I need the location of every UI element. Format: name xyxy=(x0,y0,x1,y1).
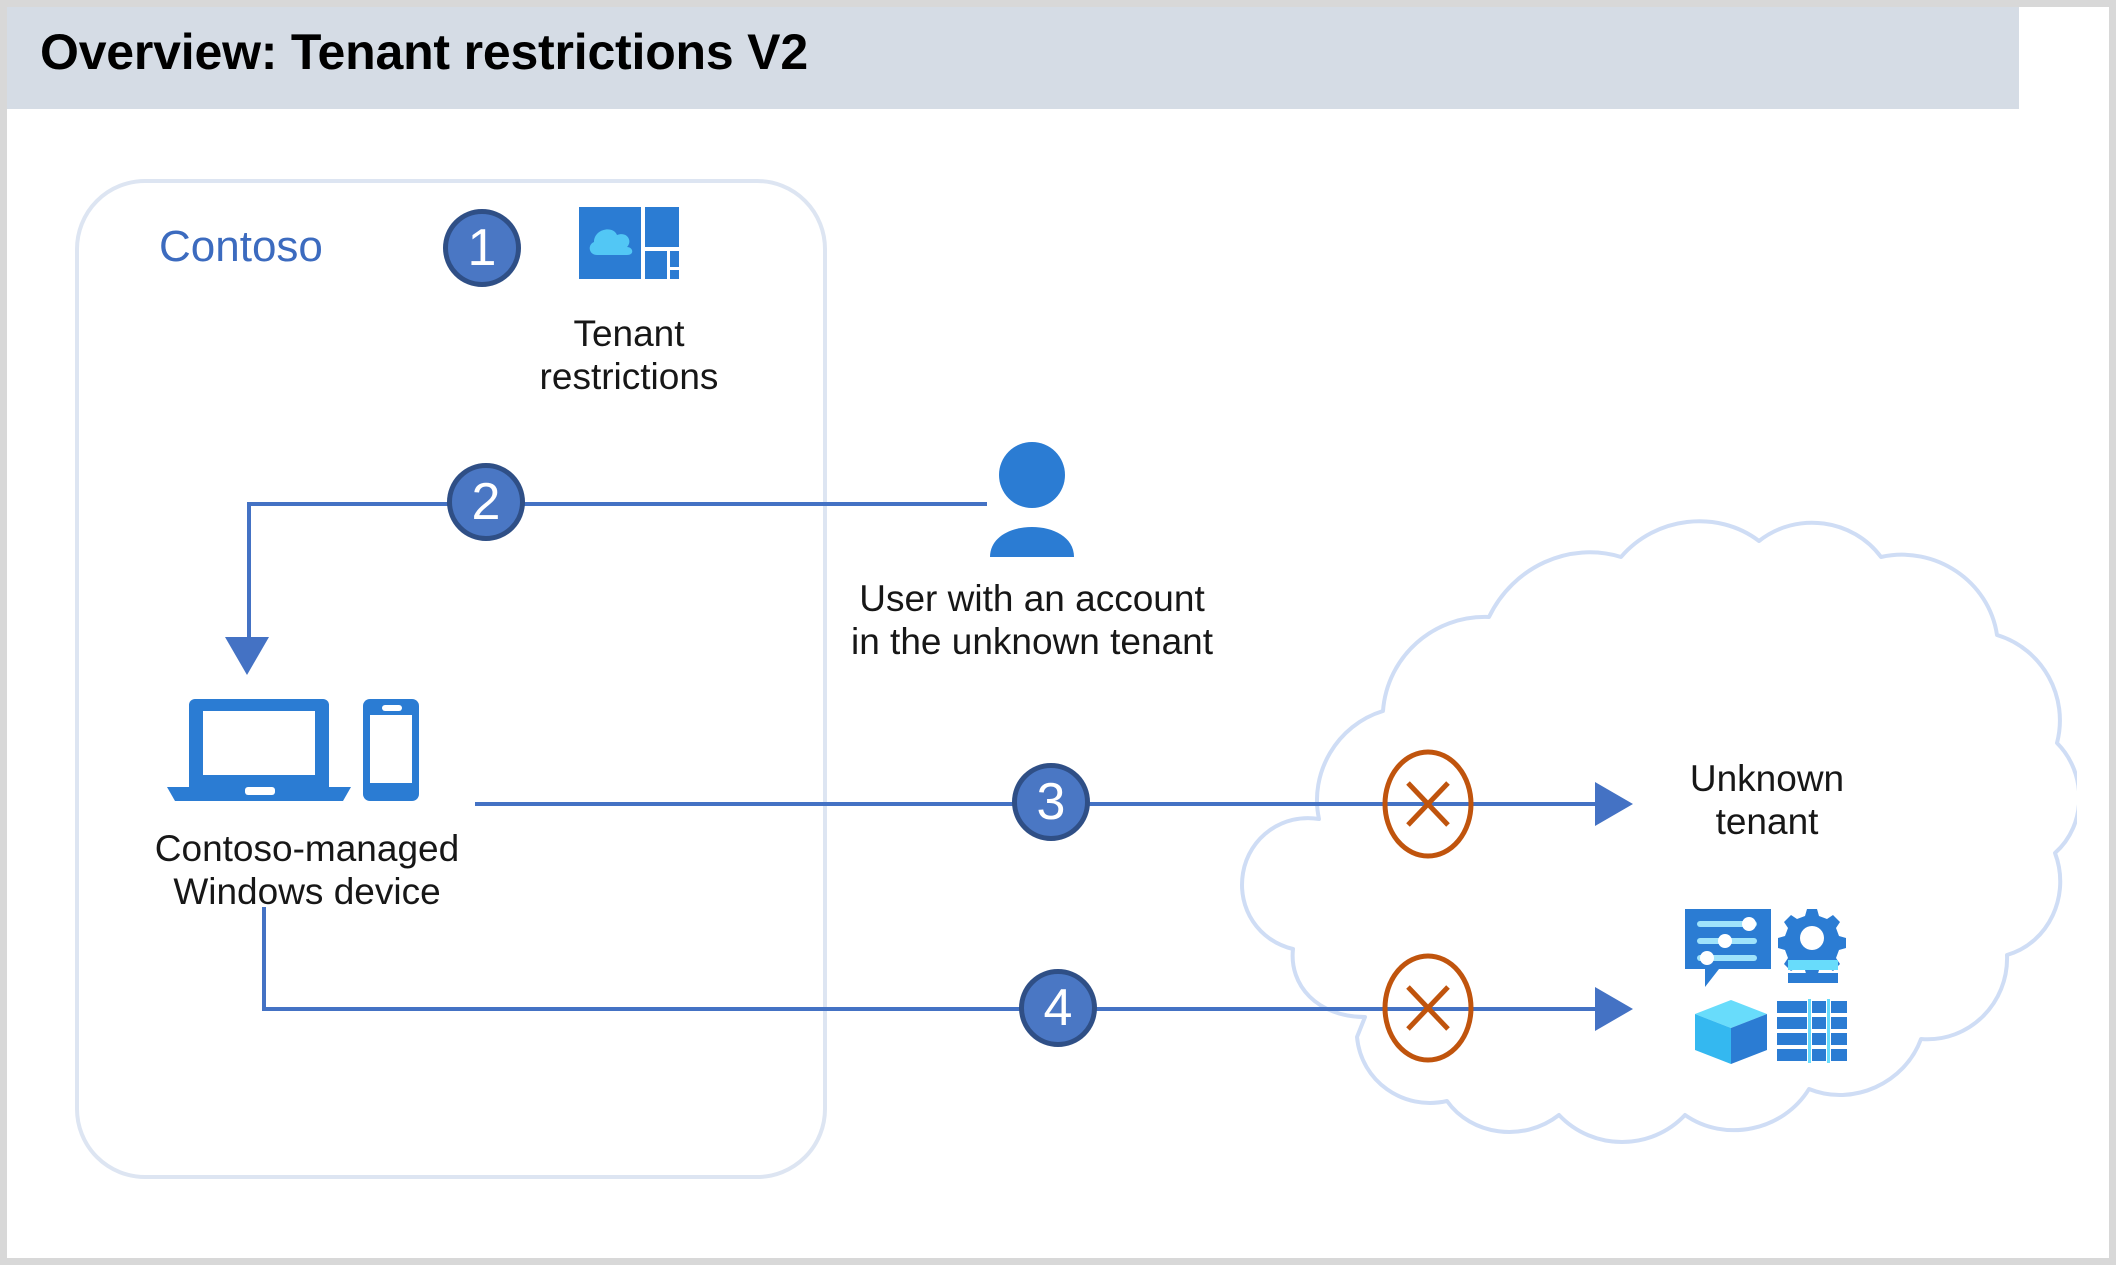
step-circle-2: 2 xyxy=(447,463,525,541)
cloud-services-cluster-icon xyxy=(1685,907,1849,1067)
page-title: Overview: Tenant restrictions V2 xyxy=(40,24,808,80)
title-bar: Overview: Tenant restrictions V2 xyxy=(7,7,2019,109)
contoso-boundary-box xyxy=(75,179,827,1179)
connector-2-horizontal xyxy=(247,502,987,506)
connector-4-arrowhead xyxy=(1595,987,1633,1031)
user-person-icon xyxy=(982,442,1082,557)
user-caption: User with an account in the unknown tena… xyxy=(850,578,1214,663)
unknown-tenant-cloud xyxy=(1240,519,2077,1144)
step-circle-1: 1 xyxy=(443,209,521,287)
connector-2-arrowhead xyxy=(225,637,269,675)
tenant-restrictions-tiles-icon xyxy=(579,207,679,279)
blocked-marker-4 xyxy=(1382,953,1474,1063)
tenant-restrictions-caption: Tenant restrictions xyxy=(539,313,719,398)
connector-4-horizontal xyxy=(262,1007,1597,1011)
connector-4-vertical xyxy=(262,907,266,1007)
step-circle-3: 3 xyxy=(1012,763,1090,841)
connector-3-arrowhead xyxy=(1595,782,1633,826)
connector-2-vertical xyxy=(247,502,251,642)
contoso-label: Contoso xyxy=(159,222,323,271)
laptop-and-phone-icon xyxy=(167,697,437,807)
blocked-marker-3 xyxy=(1382,749,1474,859)
step-circle-4: 4 xyxy=(1019,969,1097,1047)
unknown-tenant-caption: Unknown tenant xyxy=(1689,758,1845,843)
device-caption: Contoso-managed Windows device xyxy=(154,828,460,913)
